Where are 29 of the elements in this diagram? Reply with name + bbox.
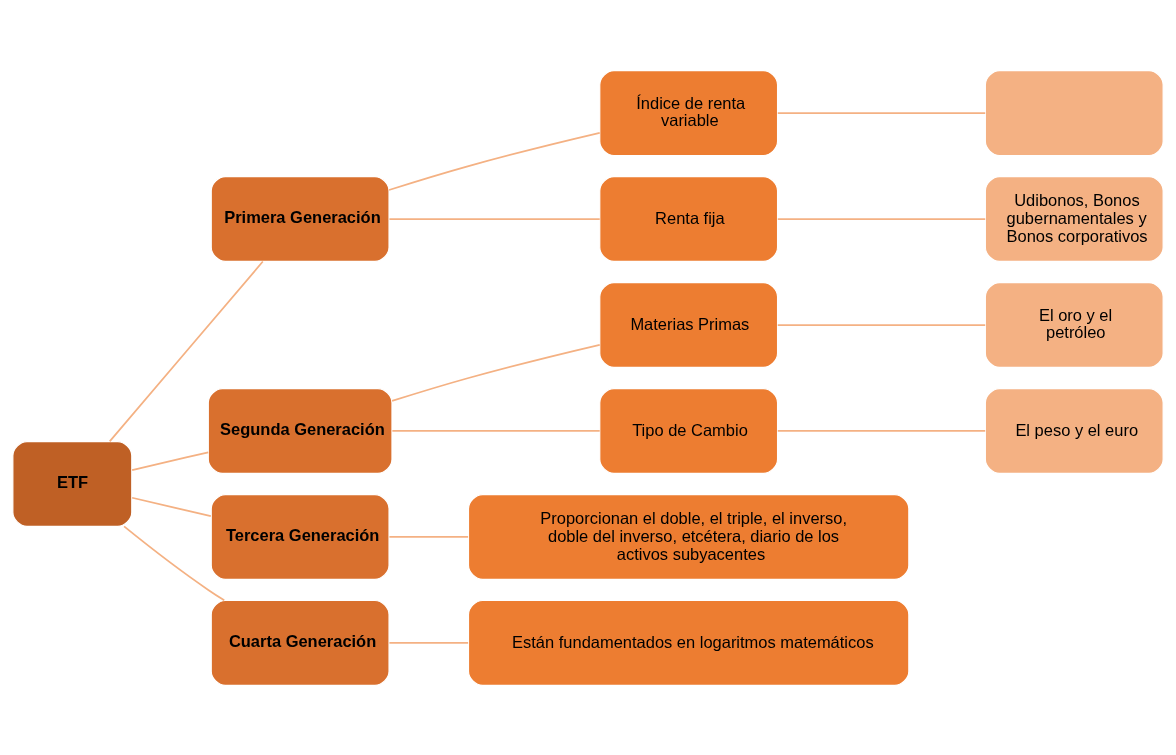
node-box: Tercera Generación [210, 493, 390, 580]
connector [776, 217, 987, 220]
node-box: Tipo de Cambio [599, 387, 779, 474]
connector [108, 260, 264, 442]
connector [123, 525, 226, 601]
node-box: Índice de renta variable [599, 69, 779, 156]
connector [776, 323, 987, 326]
connector [388, 641, 469, 644]
node-box: ETF [12, 440, 133, 527]
connector [391, 343, 601, 402]
node-box: Primera Generación [210, 175, 390, 262]
node-box: Están fundamentados en logaritmos matemáticos [467, 599, 910, 686]
connector [388, 217, 601, 220]
node-box: Segunda Generación [207, 387, 393, 474]
node-box: El oro y el petróleo [984, 281, 1164, 368]
node-box: Renta fija [599, 175, 779, 262]
connector [391, 429, 601, 432]
node-box [984, 69, 1164, 156]
node-box: Proporcionan el doble, el triple, el inverso, doble del inverso, etcétera, diario de los activos subyacentes [467, 493, 910, 580]
connector [388, 131, 601, 191]
node-box: Materias Primas [599, 281, 779, 368]
connector [131, 450, 210, 471]
connector [776, 111, 987, 114]
node-box: El peso y el euro [984, 387, 1164, 474]
node-box: Cuarta Generación [210, 599, 390, 686]
node-box: Udibonos, Bonos gubernamentales y Bonos corporativos [984, 175, 1164, 262]
connector [388, 535, 469, 538]
connector [776, 429, 987, 432]
connector [131, 496, 212, 517]
